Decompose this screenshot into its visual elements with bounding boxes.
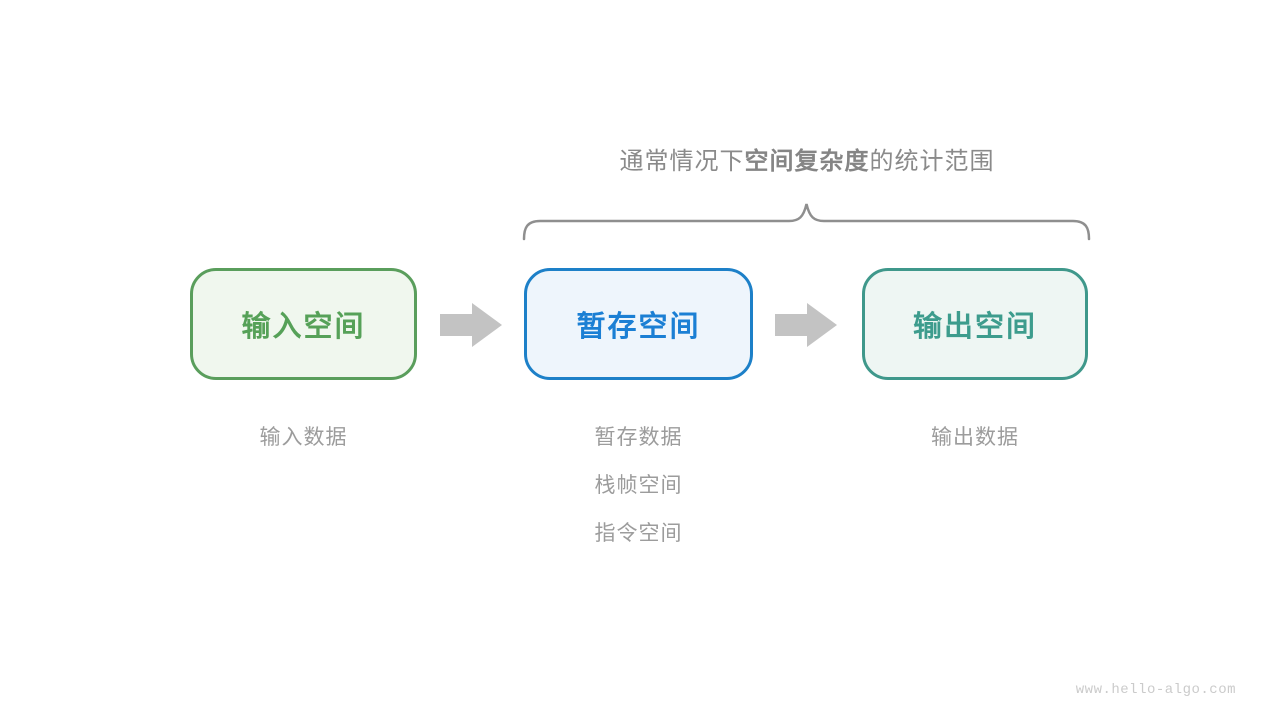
box-temp-space: 暂存空间: [524, 268, 753, 380]
title-prefix: 通常情况下: [619, 148, 745, 175]
right-arrow-icon: [440, 303, 502, 347]
caption-output-space: 输出数据: [862, 414, 1088, 462]
box-input-space: 输入空间: [190, 268, 417, 380]
title-bold-term: 空间复杂度: [744, 148, 870, 175]
caption-temp-space: 暂存数据 栈帧空间 指令空间: [524, 414, 753, 558]
box-output-space-label: 输出空间: [912, 311, 1037, 343]
box-output-space: 输出空间: [862, 268, 1088, 380]
right-arrow-icon: [775, 303, 837, 347]
box-input-space-label: 输入空间: [241, 311, 366, 343]
caption-line: 暂存数据: [594, 426, 683, 449]
caption-line: 输入数据: [259, 426, 348, 449]
title-suffix: 的统计范围: [869, 148, 995, 175]
caption-line: 输出数据: [931, 426, 1019, 449]
caption-line: 栈帧空间: [594, 474, 683, 497]
box-temp-space-label: 暂存空间: [576, 311, 701, 343]
caption-input-space: 输入数据: [190, 414, 417, 462]
diagram-title: 通常情况下空间复杂度的统计范围: [524, 142, 1090, 182]
caption-line: 指令空间: [594, 522, 683, 545]
watermark: www.hello-algo.com: [1075, 682, 1236, 698]
